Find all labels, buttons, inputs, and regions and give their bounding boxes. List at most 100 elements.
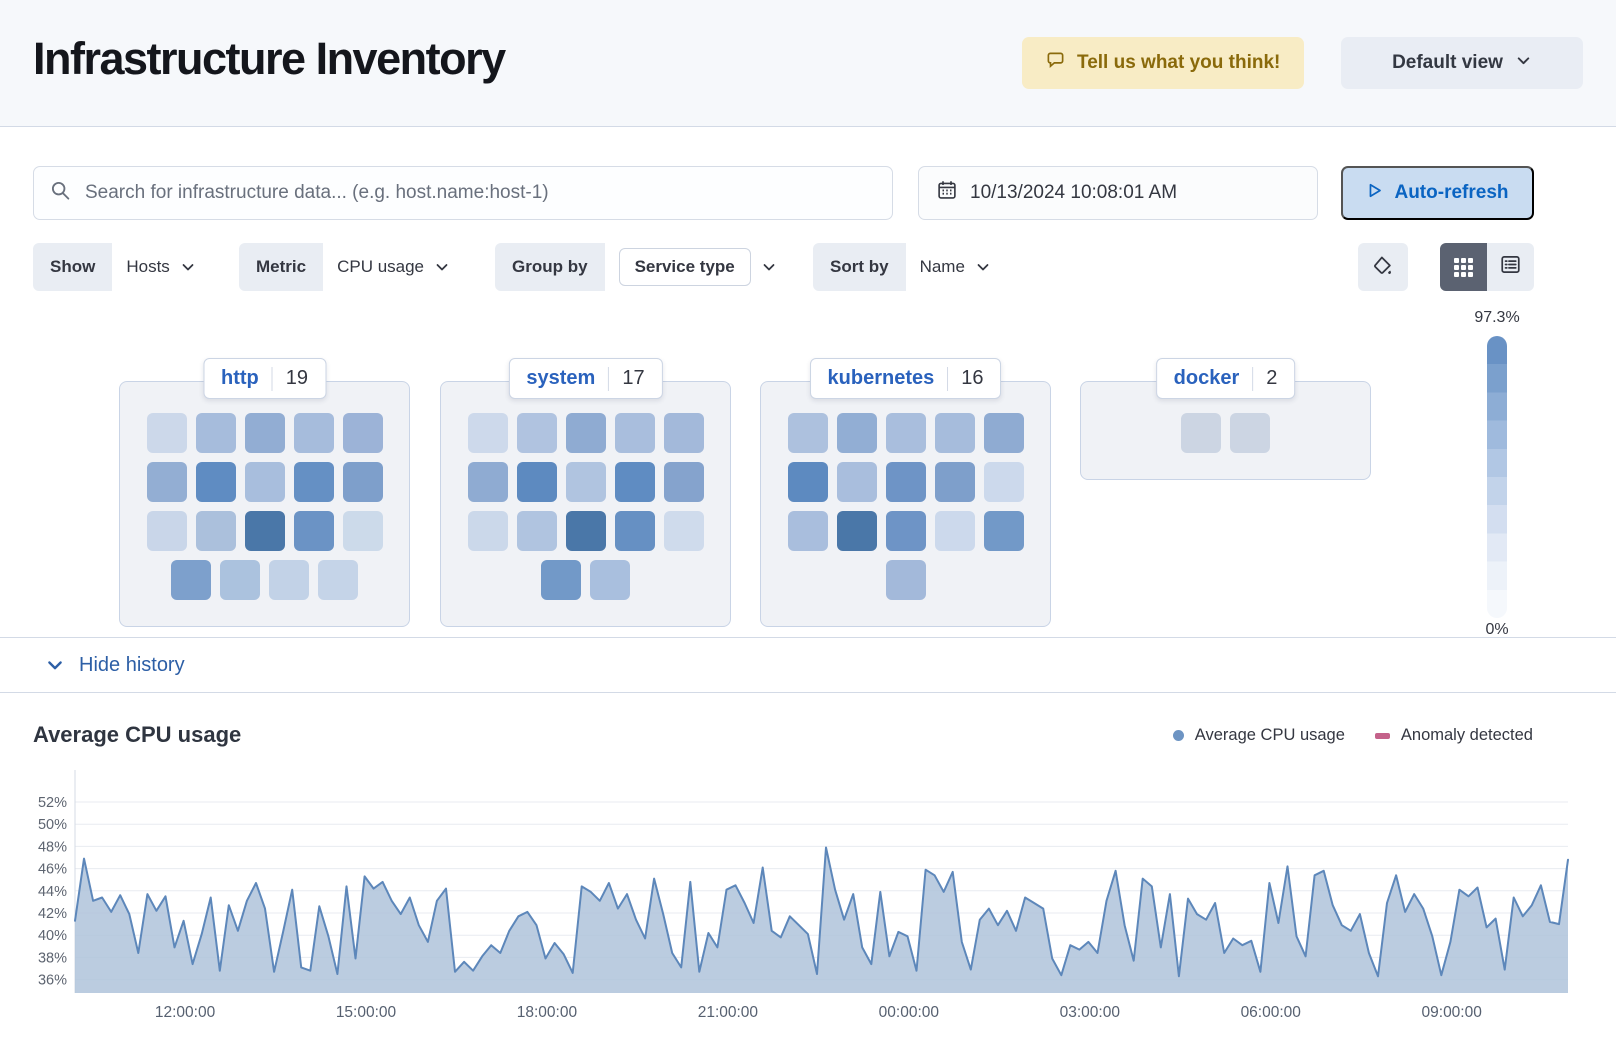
host-square[interactable] [1230, 413, 1270, 453]
host-square[interactable] [342, 511, 383, 551]
table-view-button[interactable] [1487, 243, 1534, 291]
host-square[interactable] [269, 560, 309, 600]
host-square[interactable] [516, 413, 557, 453]
waffle-group-card-kubernetes[interactable] [760, 381, 1051, 627]
metric-select[interactable]: CPU usage [323, 257, 460, 277]
chevron-down-icon [48, 661, 62, 670]
date-time-value: 10/13/2024 10:08:01 AM [970, 182, 1178, 203]
table-list-icon [1500, 254, 1521, 280]
y-axis-tick: 42% [38, 906, 67, 922]
host-square[interactable] [1181, 413, 1221, 453]
host-square[interactable] [244, 511, 285, 551]
sortby-select[interactable]: Name [906, 257, 1001, 277]
feedback-button[interactable]: Tell us what you think! [1022, 37, 1305, 89]
host-square[interactable] [244, 462, 285, 502]
host-square[interactable] [663, 511, 704, 551]
hide-history-link[interactable]: Hide history [45, 654, 185, 677]
host-square[interactable] [220, 560, 260, 600]
host-square[interactable] [293, 511, 334, 551]
host-square[interactable] [836, 413, 877, 453]
host-square[interactable] [318, 560, 358, 600]
host-square[interactable] [885, 511, 926, 551]
host-square[interactable] [293, 413, 334, 453]
host-square[interactable] [565, 511, 606, 551]
auto-refresh-button[interactable]: Auto-refresh [1341, 166, 1534, 220]
host-square[interactable] [663, 413, 704, 453]
waffle-row [441, 462, 730, 502]
color-palette-button[interactable] [1358, 243, 1408, 291]
host-square[interactable] [836, 511, 877, 551]
host-square[interactable] [836, 462, 877, 502]
sortby-label: Sort by [813, 243, 906, 291]
host-square[interactable] [516, 511, 557, 551]
group-count: 16 [961, 367, 984, 389]
host-square[interactable] [342, 462, 383, 502]
y-axis-tick: 50% [38, 817, 67, 833]
legend-item-anomaly[interactable]: Anomaly detected [1374, 726, 1533, 745]
x-axis-tick: 06:00:00 [1241, 1004, 1302, 1021]
search-input[interactable] [85, 182, 876, 204]
host-square[interactable] [885, 413, 926, 453]
waffle-group-card-docker[interactable] [1080, 381, 1371, 480]
search-bar[interactable] [33, 166, 893, 220]
x-axis-tick: 12:00:00 [155, 1004, 216, 1021]
host-square[interactable] [614, 462, 655, 502]
host-square[interactable] [195, 511, 236, 551]
host-square[interactable] [195, 413, 236, 453]
host-square[interactable] [171, 560, 211, 600]
host-square[interactable] [983, 413, 1024, 453]
host-square[interactable] [467, 413, 508, 453]
host-square[interactable] [787, 413, 828, 453]
groupby-value-pill[interactable]: Service type [618, 248, 751, 286]
host-square[interactable] [293, 462, 334, 502]
host-square[interactable] [565, 413, 606, 453]
host-square[interactable] [467, 511, 508, 551]
host-square[interactable] [342, 413, 383, 453]
waffle-group-card-http[interactable] [119, 381, 410, 627]
host-square[interactable] [195, 462, 236, 502]
host-square[interactable] [614, 511, 655, 551]
show-select[interactable]: Hosts [112, 257, 205, 277]
host-square[interactable] [934, 511, 975, 551]
host-square[interactable] [885, 560, 926, 600]
groupby-select[interactable]: Service type [605, 248, 787, 286]
legend-dot-icon [1172, 730, 1184, 741]
host-square[interactable] [614, 413, 655, 453]
host-square[interactable] [663, 462, 704, 502]
host-square[interactable] [590, 560, 630, 600]
host-square[interactable] [244, 413, 285, 453]
filter-group-sortby: Sort by Name [813, 243, 1001, 291]
host-square[interactable] [146, 511, 187, 551]
waffle-group-card-system[interactable] [440, 381, 731, 627]
chevron-down-icon [977, 264, 989, 271]
page-title: Infrastructure Inventory [33, 33, 506, 84]
show-value: Hosts [126, 257, 170, 276]
host-square[interactable] [467, 462, 508, 502]
host-square[interactable] [787, 462, 828, 502]
host-square[interactable] [146, 413, 187, 453]
filter-group-show: Show Hosts [33, 243, 206, 291]
view-mode-toggle [1440, 243, 1534, 291]
host-square[interactable] [787, 511, 828, 551]
host-square[interactable] [934, 413, 975, 453]
chevron-down-icon [763, 264, 775, 271]
waffle-row [120, 560, 409, 600]
grid-view-button[interactable] [1440, 243, 1487, 291]
host-square[interactable] [565, 462, 606, 502]
legend-item-average-cpu[interactable]: Average CPU usage [1172, 726, 1345, 745]
date-time-picker[interactable]: 10/13/2024 10:08:01 AM [918, 166, 1318, 220]
host-square[interactable] [885, 462, 926, 502]
host-square[interactable] [516, 462, 557, 502]
host-square[interactable] [146, 462, 187, 502]
host-square[interactable] [541, 560, 581, 600]
host-square[interactable] [983, 462, 1024, 502]
group-count: 17 [622, 367, 645, 389]
host-square[interactable] [983, 511, 1024, 551]
host-square[interactable] [934, 462, 975, 502]
view-selector-button[interactable]: Default view [1341, 37, 1583, 89]
